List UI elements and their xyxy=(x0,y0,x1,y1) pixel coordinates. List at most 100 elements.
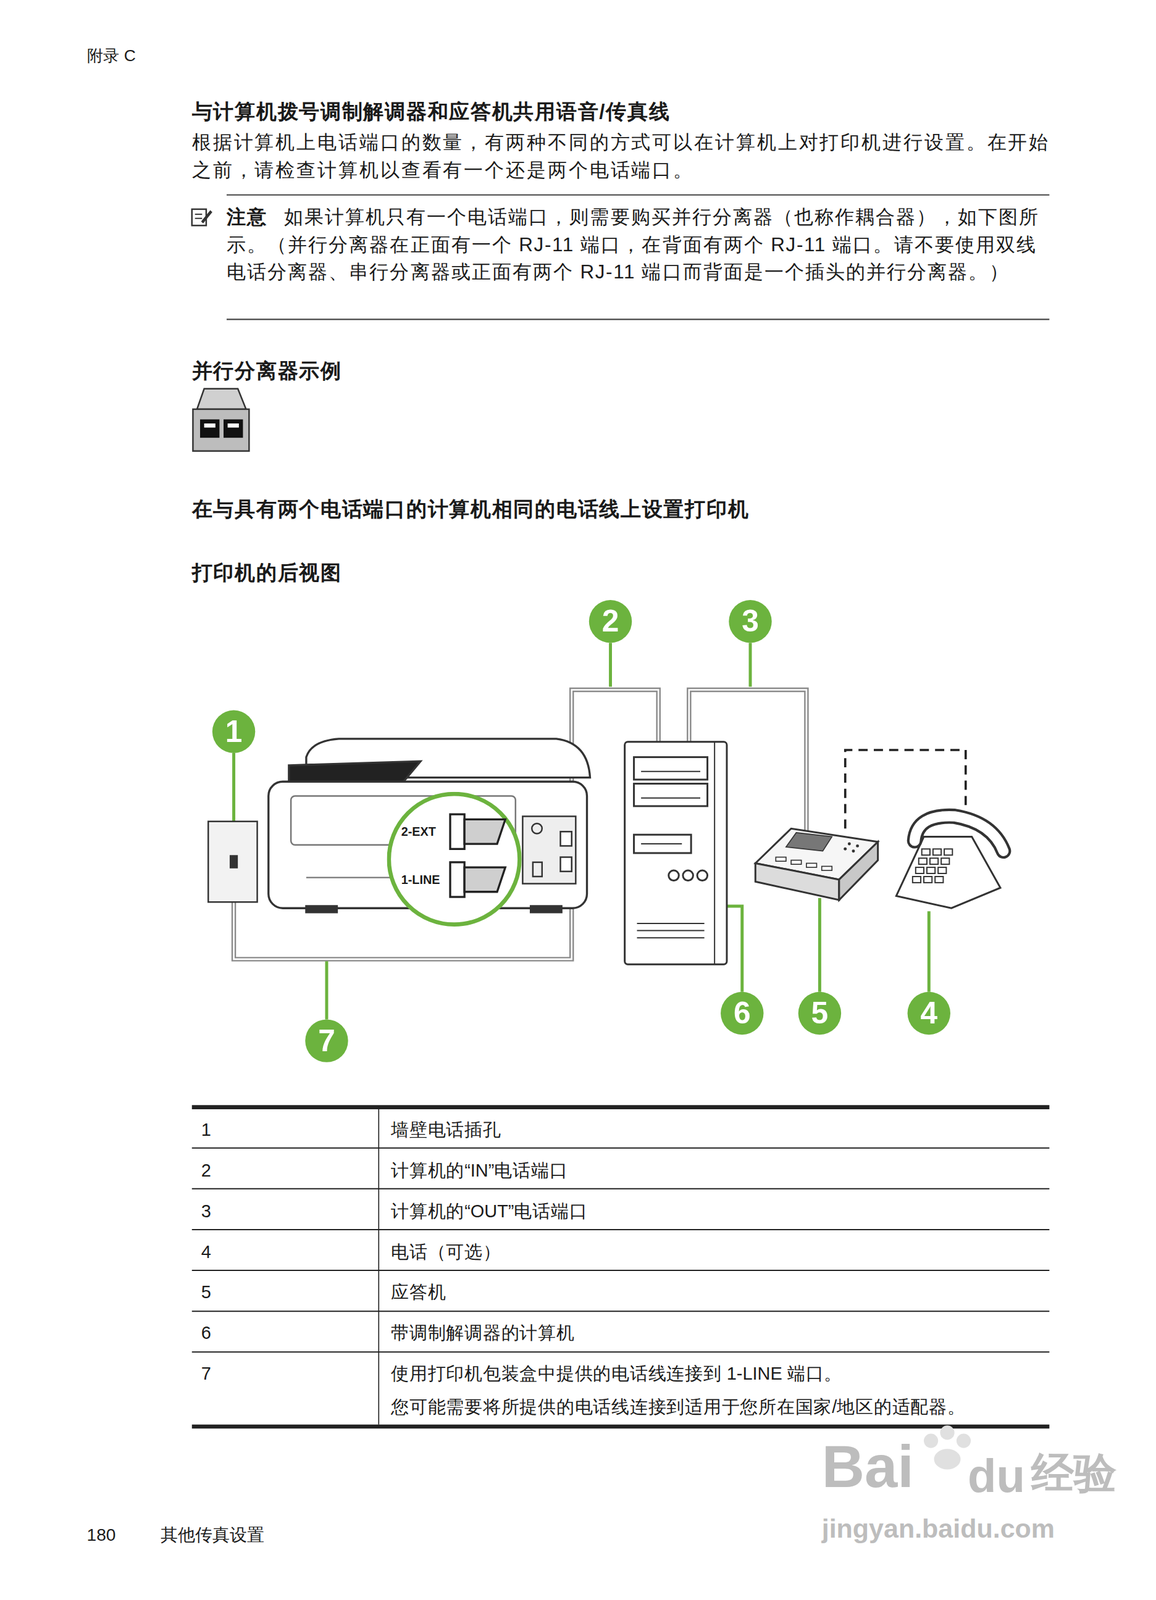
wall-jack xyxy=(208,821,257,903)
answering-machine xyxy=(839,842,879,901)
table-cell: 3 xyxy=(201,1200,212,1223)
answering-machine xyxy=(847,842,851,847)
leader-line xyxy=(818,898,822,993)
note-rule xyxy=(226,194,1050,196)
splitter-icon xyxy=(227,423,239,428)
telephone xyxy=(929,858,939,865)
page-footer: 其他传真设置 xyxy=(160,1525,265,1548)
telephone xyxy=(941,858,950,865)
watermark-paw xyxy=(934,1449,961,1470)
table-cell: 5 xyxy=(201,1281,212,1304)
page-header: 附录 C xyxy=(87,45,136,67)
leader-line xyxy=(325,961,329,1020)
computer-tower xyxy=(640,843,682,845)
table-cell: 4 xyxy=(201,1241,212,1264)
computer-tower xyxy=(624,742,727,965)
watermark: du xyxy=(967,1449,1026,1503)
telephone xyxy=(921,849,930,856)
computer-tower xyxy=(713,742,716,965)
subheading: 打印机的后视图 xyxy=(192,560,343,586)
subheading: 并行分离器示例 xyxy=(192,358,343,383)
answering-machine xyxy=(843,847,847,851)
answering-machine xyxy=(755,863,840,901)
table-rule xyxy=(192,1147,1050,1150)
printer xyxy=(522,816,576,884)
port-plug xyxy=(450,814,506,850)
splitter-icon xyxy=(204,423,216,428)
port-plug-body xyxy=(464,867,506,893)
watermark-paw xyxy=(939,1425,955,1441)
wall-jack xyxy=(208,821,257,903)
telephone xyxy=(912,849,953,884)
watermark: jingyan.baidu.com xyxy=(821,1512,1055,1546)
telephone xyxy=(926,867,935,874)
answering-machine xyxy=(775,857,787,863)
port-socket xyxy=(450,862,465,898)
table-cell: 应答机 xyxy=(390,1281,446,1304)
computer-tower xyxy=(697,870,708,882)
table-cell: 使用打印机包装盒中提供的电话线连接到 1-LINE 端口。 xyxy=(390,1362,843,1386)
computer-tower xyxy=(624,742,727,965)
table-cell: 计算机的“IN”电话端口 xyxy=(390,1159,568,1182)
callout-number: 1 xyxy=(212,710,256,754)
computer-tower xyxy=(637,937,705,939)
note-icon xyxy=(192,209,213,226)
table-rule xyxy=(192,1107,1050,1428)
splitter-icon xyxy=(192,389,249,452)
telephone xyxy=(914,816,1004,851)
watermark-paw xyxy=(956,1434,971,1449)
computer-tower xyxy=(640,771,701,773)
leader-line xyxy=(927,911,931,993)
telephone xyxy=(923,876,932,884)
splitter-icon xyxy=(196,389,246,410)
table-cell: 计算机的“OUT”电话端口 xyxy=(390,1200,588,1223)
printer xyxy=(560,831,572,847)
telephone xyxy=(912,876,921,884)
telephone xyxy=(934,876,943,884)
table-rule xyxy=(192,1270,1050,1272)
telephone xyxy=(914,816,1004,851)
table-rule xyxy=(192,1229,1050,1231)
subheading: 在与具有两个电话端口的计算机相同的电话线上设置打印机 xyxy=(192,497,750,522)
printer xyxy=(532,862,543,877)
table-rule xyxy=(192,1351,1050,1353)
table-cell: 2 xyxy=(201,1159,212,1182)
phone-wire xyxy=(234,689,659,960)
watermark: 经验 xyxy=(1031,1449,1118,1499)
telephone xyxy=(915,867,924,874)
answering-machine xyxy=(786,833,832,852)
splitter-icon xyxy=(192,409,249,452)
printer xyxy=(531,906,562,913)
note-rule xyxy=(226,318,1050,320)
printer xyxy=(531,823,543,835)
telephone xyxy=(918,858,927,865)
computer-tower xyxy=(634,834,692,854)
computer-tower xyxy=(682,870,694,882)
table-cell: 7 xyxy=(201,1362,212,1386)
port-label: 2-EXT xyxy=(401,825,436,840)
answering-machine xyxy=(821,866,833,871)
printer xyxy=(268,739,591,913)
port-plug-body xyxy=(464,819,506,845)
splitter-icon xyxy=(223,419,243,438)
callout-number: 6 xyxy=(720,992,764,1035)
leader-line xyxy=(749,642,753,687)
leader-line xyxy=(234,642,930,1020)
port-label: 1-LINE xyxy=(401,872,441,887)
watermark-paw xyxy=(923,1425,971,1470)
printer xyxy=(560,857,572,872)
table-rule xyxy=(192,1425,1050,1430)
table-cell: 您可能需要将所提供的电话线连接到适用于您所在国家/地区的适配器。 xyxy=(390,1396,966,1419)
telephone xyxy=(944,849,953,856)
computer-tower xyxy=(634,757,708,780)
callout-number: 3 xyxy=(728,600,772,643)
printer xyxy=(306,906,338,913)
table-rule xyxy=(377,1109,380,1426)
callout-number: 2 xyxy=(589,600,632,643)
page-number: 180 xyxy=(87,1525,117,1548)
computer-tower xyxy=(637,923,705,925)
telephone xyxy=(938,867,947,874)
note-icon xyxy=(195,213,203,215)
port-plug xyxy=(450,862,506,898)
magnifier-ring xyxy=(389,794,520,926)
